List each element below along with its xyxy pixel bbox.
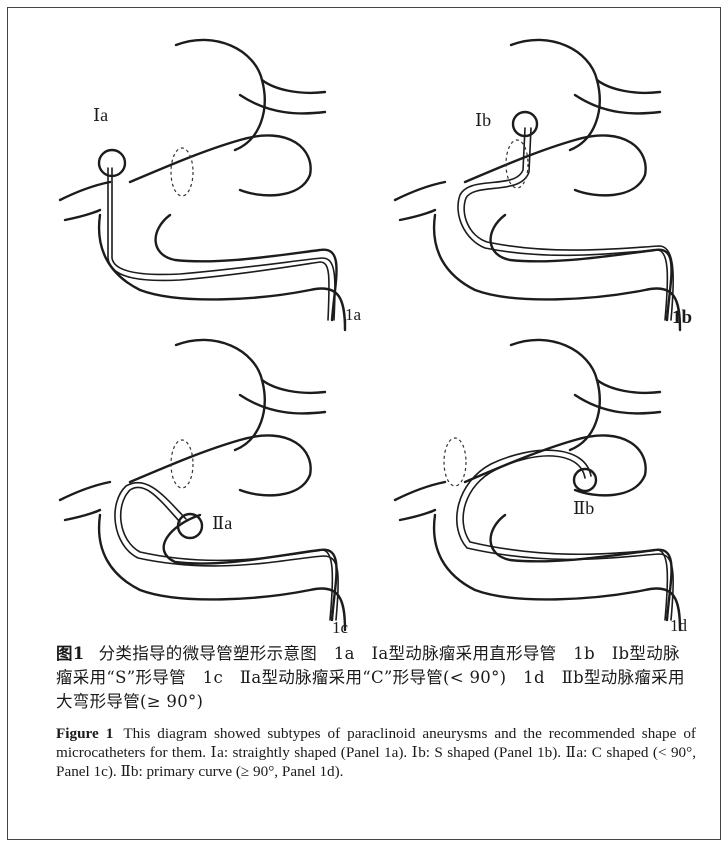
figure-label-en: Figure 1 bbox=[56, 725, 113, 742]
panel-1d: Ⅱb 1d bbox=[0, 0, 728, 640]
panel-label-1d: 1d bbox=[670, 616, 688, 635]
caption-text-en: This diagram showed subtypes of paraclin… bbox=[56, 725, 696, 780]
type-label-1d: Ⅱb bbox=[573, 498, 594, 518]
figure-label-zh: 图1 bbox=[56, 644, 85, 663]
figure-panels: Ⅰa 1a Ⅰb 1b bbox=[0, 0, 728, 640]
caption-text-zh: 分类指导的微导管塑形示意图 1a Ⅰa型动脉瘤采用直形导管 1b Ⅰb型动脉瘤采… bbox=[56, 644, 685, 711]
